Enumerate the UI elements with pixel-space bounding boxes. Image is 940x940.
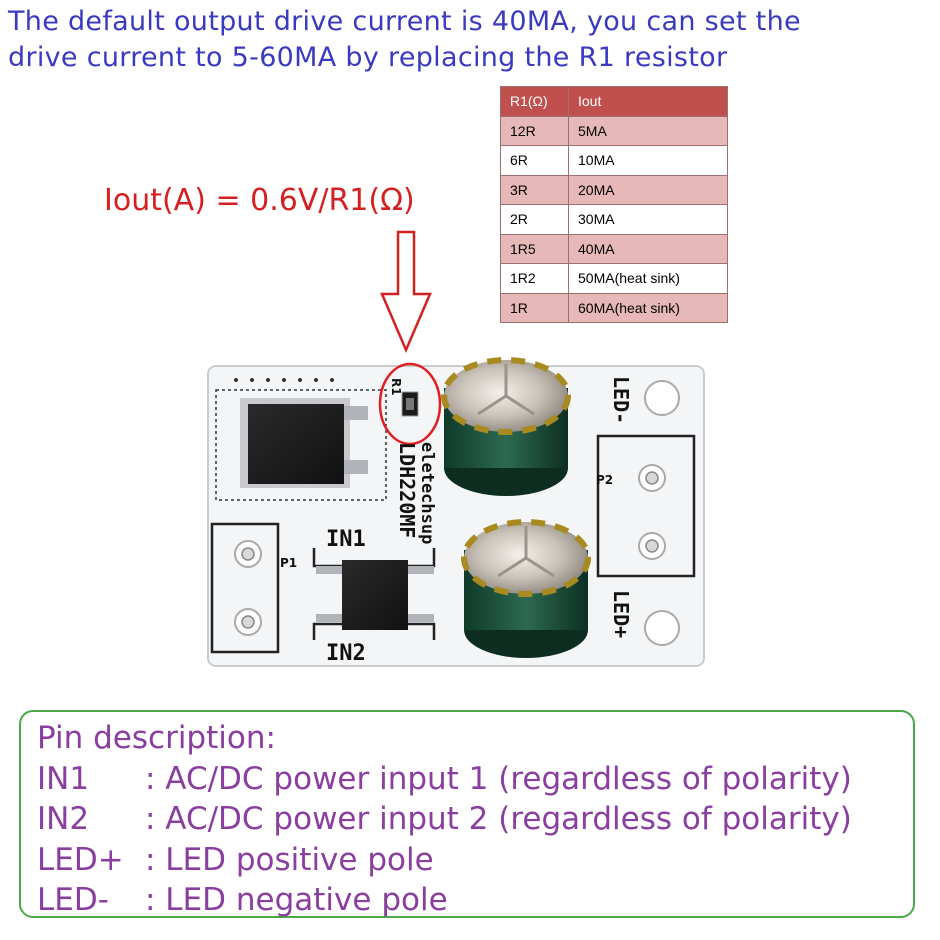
- label-in2: IN2: [326, 641, 366, 666]
- cell-r1: 1R: [500, 292, 569, 323]
- cell-r1: 2R: [500, 204, 569, 235]
- current-formula: Iout(A) = 0.6V/R1(Ω): [104, 183, 415, 218]
- pin-desc: : AC/DC power input 2 (regardless of pol…: [145, 801, 852, 837]
- cell-iout: 30MA: [568, 204, 728, 235]
- pin-desc: : LED positive pole: [145, 841, 434, 878]
- cell-r1: 3R: [500, 174, 569, 205]
- cell-iout: 60MA(heat sink): [568, 292, 728, 323]
- label-p2: P2: [596, 473, 613, 487]
- cell-r1: 1R2: [500, 263, 569, 294]
- cell-iout: 10MA: [568, 145, 728, 176]
- header-line-2: drive current to 5-60MA by replacing the…: [8, 42, 728, 73]
- pin-name: LED+: [37, 841, 124, 878]
- label-led-plus: LED+: [609, 590, 633, 638]
- pin-row: IN1 : AC/DC power input 1 (regardless of …: [37, 759, 913, 800]
- cell-r1: 12R: [500, 115, 569, 146]
- label-led-minus: LED-: [609, 376, 633, 424]
- pin-description-title: Pin description:: [37, 720, 276, 756]
- pin-row: IN2 : AC/DC power input 2 (regardless of …: [37, 799, 913, 840]
- label-p1: P1: [280, 556, 297, 570]
- label-r1: R1: [389, 378, 403, 396]
- column-header-r1: R1(Ω): [500, 86, 569, 117]
- pin-row: LED- : LED negative pole: [37, 880, 913, 921]
- cell-iout: 50MA(heat sink): [568, 263, 728, 294]
- cell-iout: 40MA: [568, 233, 728, 264]
- cell-r1: 1R5: [500, 233, 569, 264]
- pin-name: IN2: [37, 801, 90, 837]
- pcb-board-image: R1 eletechsup LDH220MF IN1 IN2 P1 P2 LED…: [207, 357, 705, 667]
- header-line-1: The default output drive current is 40MA…: [8, 6, 801, 37]
- cell-iout: 20MA: [568, 174, 728, 205]
- cell-iout: 5MA: [568, 115, 728, 146]
- label-in1: IN1: [326, 527, 366, 552]
- model-text: LDH220MF: [395, 442, 419, 538]
- column-header-iout: Iout: [568, 86, 728, 117]
- pin-description-box: Pin description: IN1 : AC/DC power input …: [19, 710, 915, 918]
- pin-row: LED+ : LED positive pole: [37, 840, 913, 881]
- down-arrow-icon: [380, 230, 432, 354]
- brand-text: eletechsup: [417, 442, 437, 544]
- table-header-row: R1(Ω) Iout: [500, 86, 728, 117]
- pin-desc: : LED negative pole: [145, 882, 448, 918]
- cell-r1: 6R: [500, 145, 569, 176]
- pin-desc: : AC/DC power input 1 (regardless of pol…: [145, 760, 852, 797]
- pin-name: IN1: [37, 760, 90, 797]
- header-caption: The default output drive current is 40MA…: [8, 4, 928, 76]
- pin-name: LED-: [37, 882, 109, 918]
